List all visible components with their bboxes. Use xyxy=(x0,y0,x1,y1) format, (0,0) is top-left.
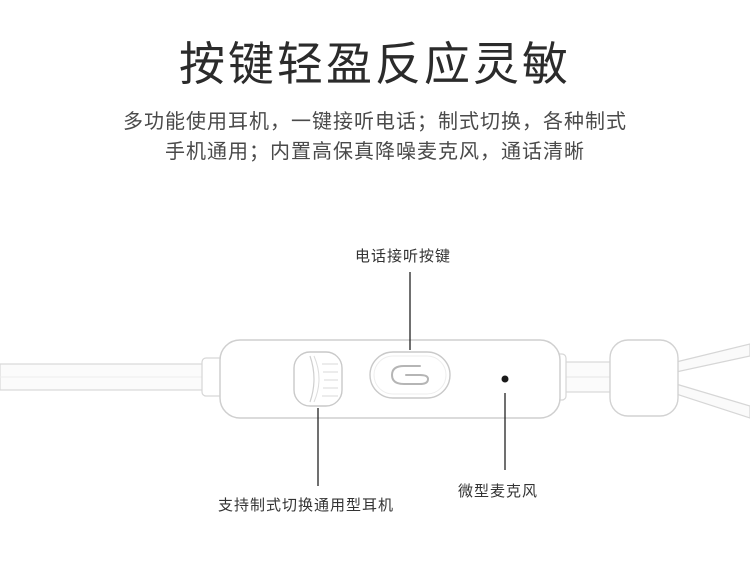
split-cables xyxy=(675,343,750,419)
phone-icon xyxy=(390,365,430,385)
mode-switch-callout: 支持制式切换通用型耳机 xyxy=(218,496,395,514)
description-line-1: 多功能使用耳机，一键接听电话；制式切换，各种制式 xyxy=(123,109,627,133)
mode-switch[interactable] xyxy=(293,351,343,407)
answer-button-callout: 电话接听按键 xyxy=(355,247,452,265)
y-splitter xyxy=(609,339,679,417)
description-line-2: 手机通用；内置高保真降噪麦克风，通话清晰 xyxy=(165,139,585,163)
microphone-callout: 微型麦克风 xyxy=(458,482,539,500)
description: 多功能使用耳机，一键接听电话；制式切换，各种制式 手机通用；内置高保真降噪麦克风… xyxy=(0,106,750,166)
left-cable xyxy=(0,363,215,391)
microphone-hole xyxy=(501,375,509,383)
headline: 按键轻盈反应灵敏 xyxy=(179,37,571,91)
